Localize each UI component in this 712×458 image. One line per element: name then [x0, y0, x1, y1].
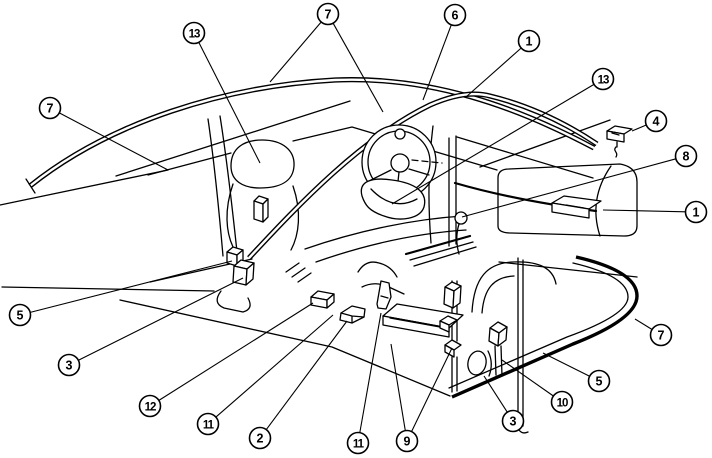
- callout-circle: [8, 303, 32, 327]
- callout-circle: [684, 200, 708, 224]
- car-line-art: [0, 77, 639, 434]
- leader-line: [158, 302, 314, 401]
- callout-circle: [649, 323, 673, 347]
- callout-layer: 7 13 6 1 13 4 8 1 7 5 3 12 11 2 11 9 3 10 5 7: [8, 2, 708, 455]
- callout-13: 13: [391, 67, 615, 205]
- callout-7: 7: [269, 2, 384, 113]
- callout-8: 8: [461, 144, 698, 218]
- leader-line: [59, 112, 169, 171]
- callout-circle: [443, 3, 467, 27]
- callout-10: 10: [501, 359, 574, 414]
- leader-line: [411, 347, 453, 432]
- callout-circle: [182, 21, 206, 45]
- callout-13: 13: [182, 21, 261, 164]
- callout-circle: [395, 429, 419, 453]
- leader-line: [465, 47, 522, 98]
- callout-11: 11: [196, 314, 334, 436]
- leader-line: [542, 352, 590, 377]
- leader-line: [269, 21, 322, 83]
- leader-line: [422, 24, 452, 101]
- callout-2: 2: [248, 320, 348, 450]
- callout-7: 7: [634, 318, 673, 347]
- callout-number: 2: [257, 432, 264, 446]
- callout-circle: [196, 412, 220, 436]
- leader-line: [391, 83, 595, 205]
- callout-number: 3: [66, 359, 73, 373]
- leader-line: [483, 375, 508, 413]
- callout-circle: [248, 426, 272, 450]
- callout-circle: [550, 390, 574, 414]
- callout-circle: [517, 29, 541, 53]
- callout-number: 5: [596, 375, 603, 389]
- callout-number: 3: [510, 415, 517, 429]
- callout-circle: [644, 109, 668, 133]
- callout-number: 7: [325, 8, 332, 22]
- callout-circle: [138, 394, 162, 418]
- callout-number: 11: [353, 439, 365, 451]
- leader-line: [461, 158, 677, 218]
- leader-line: [198, 42, 261, 164]
- callout-circle: [346, 431, 370, 455]
- callout-circle: [674, 144, 698, 168]
- callout-number: 7: [47, 102, 54, 116]
- callout-1: 1: [602, 200, 708, 224]
- leader-line: [501, 359, 554, 397]
- callout-circle: [38, 96, 62, 120]
- leader-line: [215, 314, 334, 418]
- callout-circle: [587, 369, 611, 393]
- callout-number: 4: [653, 115, 660, 129]
- callout-number: 10: [557, 398, 568, 410]
- callout-number: 7: [658, 329, 665, 343]
- callout-number: 11: [203, 420, 215, 432]
- callout-number: 13: [189, 29, 200, 41]
- callout-4: 4: [631, 109, 668, 133]
- leader-line: [30, 260, 233, 313]
- leader-line: [359, 312, 382, 433]
- callout-3: 3: [57, 277, 244, 377]
- callout-5: 5: [542, 352, 611, 393]
- callout-circle: [591, 67, 615, 91]
- leader-line: [390, 343, 406, 431]
- callout-number: 9: [404, 435, 411, 449]
- callout-number: 12: [145, 402, 156, 414]
- callout-number: 8: [683, 150, 690, 164]
- leader-line: [634, 318, 653, 330]
- callout-6: 6: [422, 3, 467, 101]
- leader-line: [631, 124, 647, 132]
- connector-boxes: [226, 125, 633, 358]
- callout-12: 12: [138, 302, 314, 418]
- callout-7: 7: [38, 96, 169, 171]
- leader-line: [78, 277, 244, 361]
- callout-number: 1: [693, 206, 700, 220]
- callout-3: 3: [483, 375, 525, 433]
- leader-line: [265, 320, 348, 430]
- callout-number: 6: [452, 9, 459, 23]
- leader-line: [332, 22, 384, 113]
- callout-circle: [57, 353, 81, 377]
- callout-number: 5: [17, 309, 24, 323]
- callout-1: 1: [465, 29, 541, 98]
- callout-number: 1: [526, 35, 533, 49]
- callout-9: 9: [390, 343, 453, 453]
- callout-circle: [501, 409, 525, 433]
- callout-5: 5: [8, 260, 233, 327]
- callout-circle: [316, 2, 340, 26]
- callout-number: 13: [598, 75, 609, 87]
- callout-11: 11: [346, 312, 382, 455]
- leader-line: [602, 209, 686, 213]
